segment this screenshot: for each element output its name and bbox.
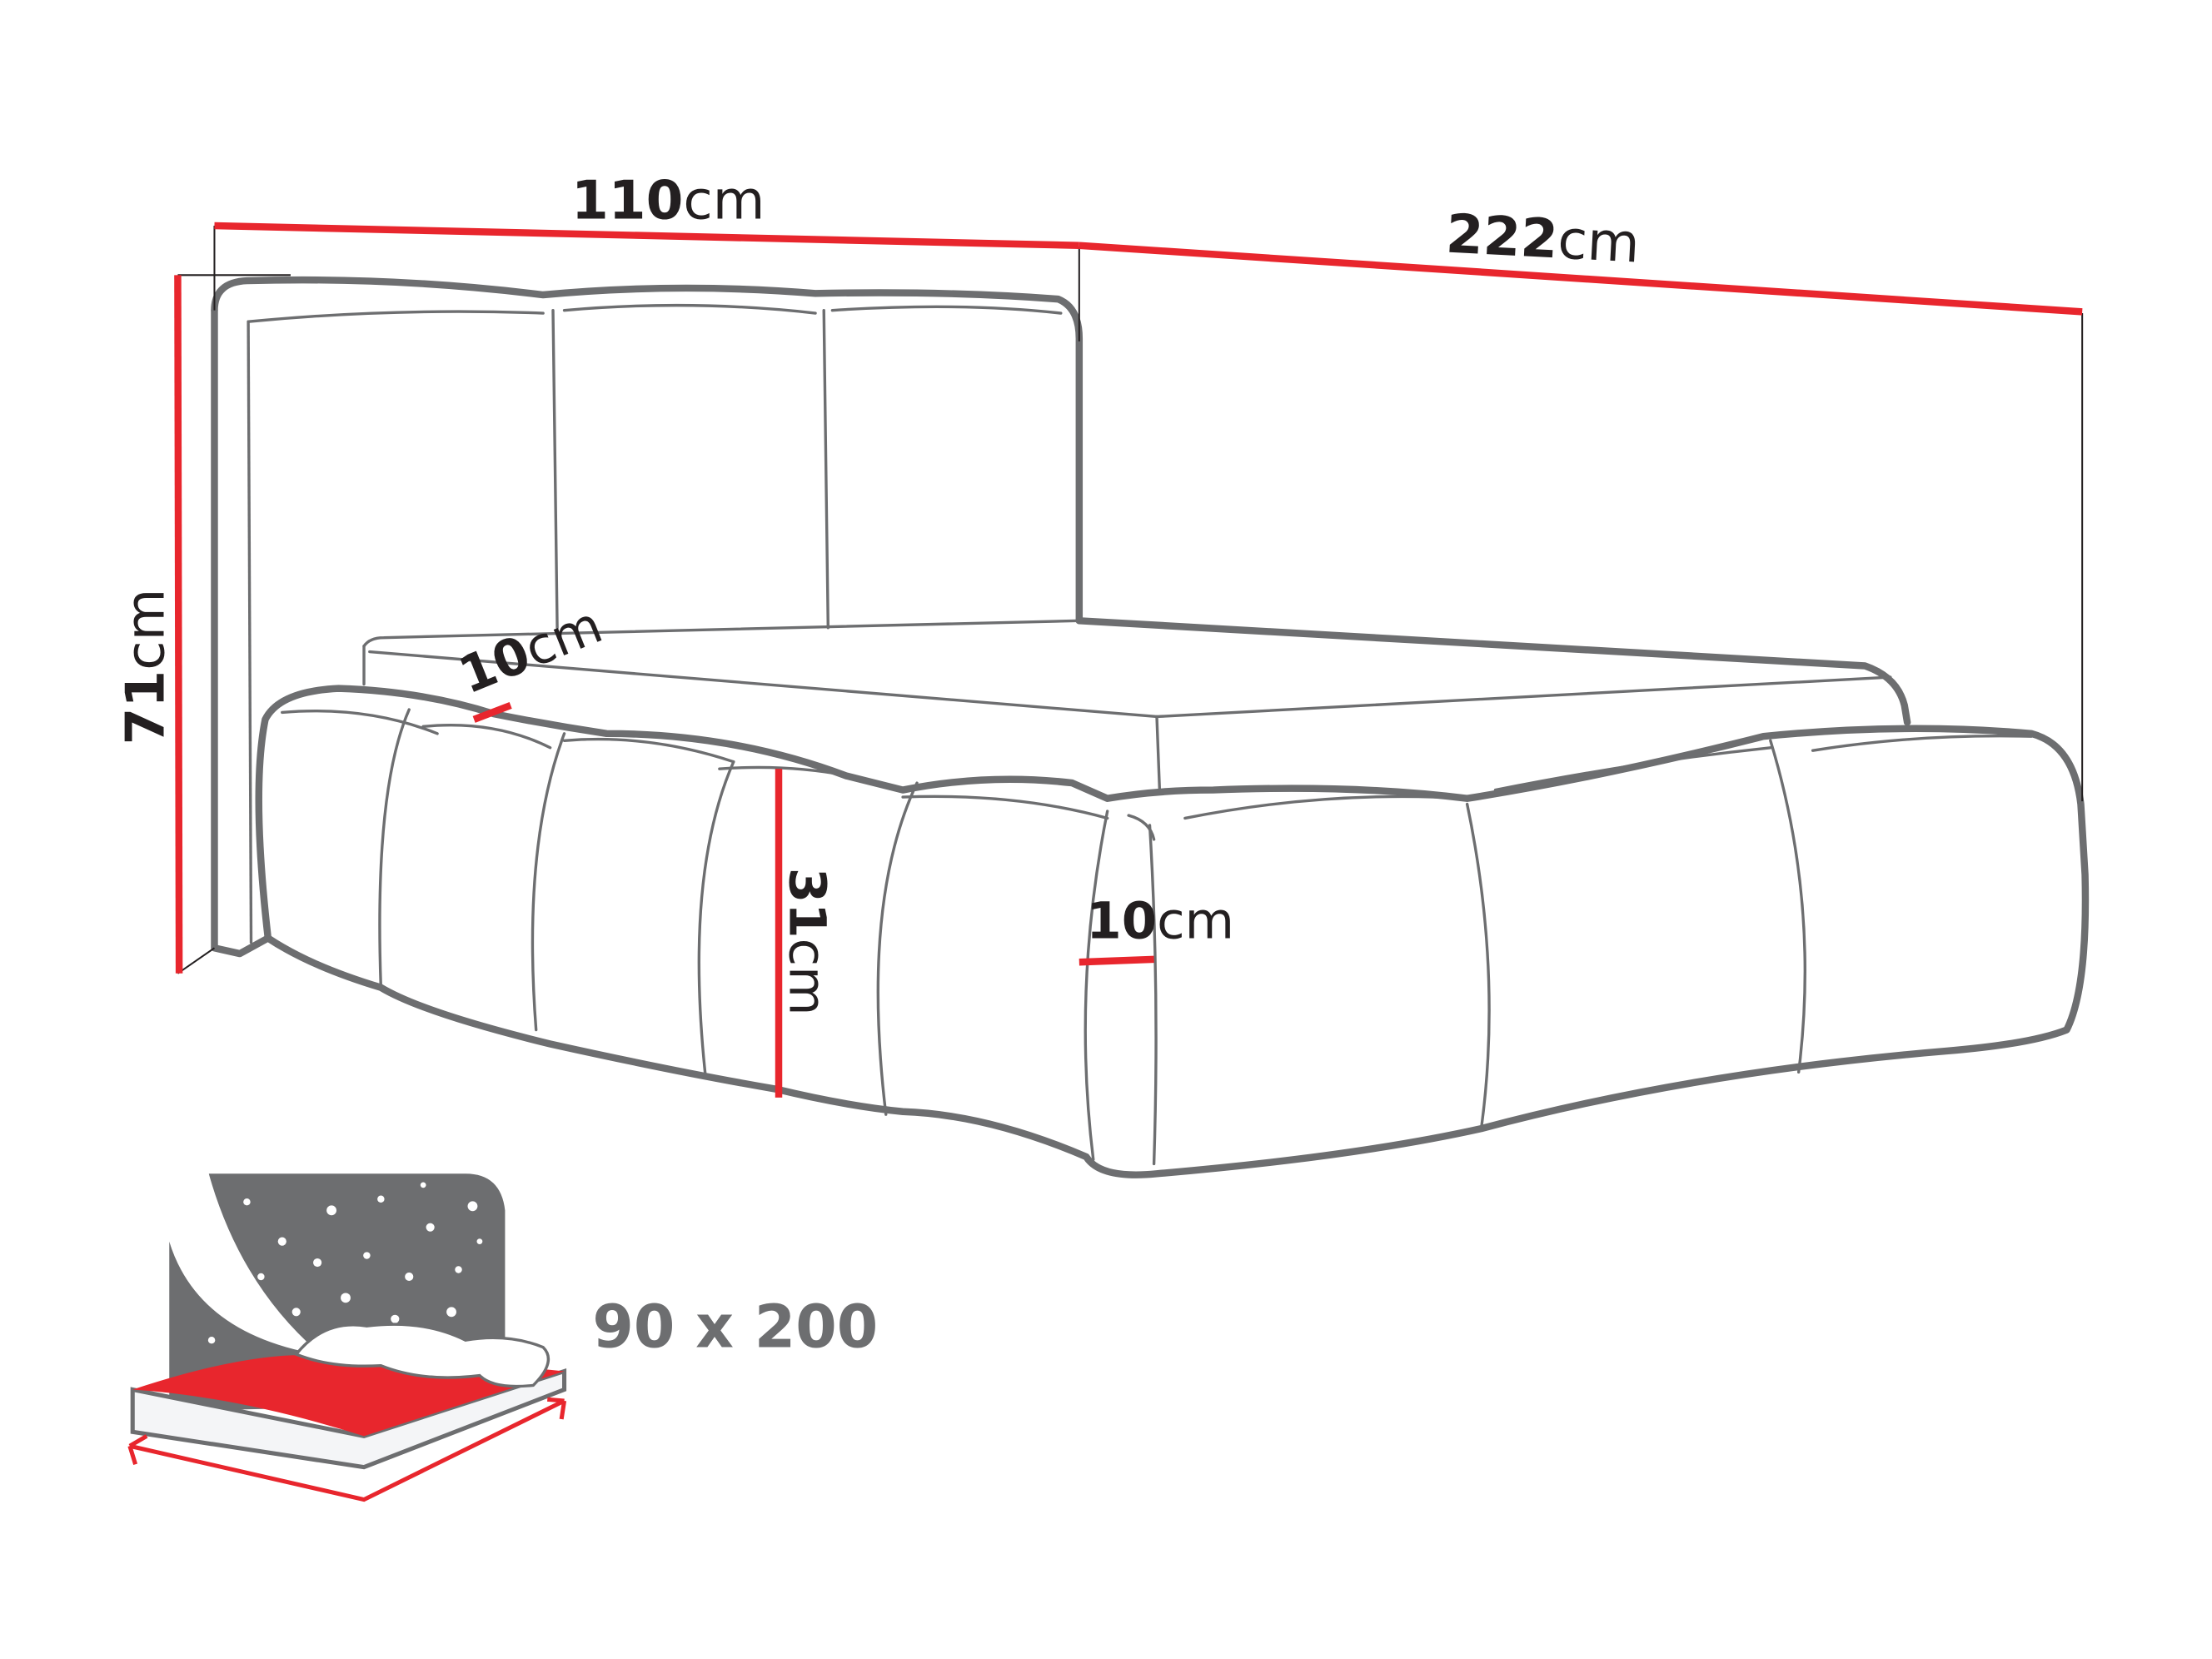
length-unit: cm <box>1557 209 1642 276</box>
base-height-unit: cm <box>778 939 837 1016</box>
base-height-value: 31 <box>778 868 837 939</box>
base-height-label: 31cm <box>778 868 837 1016</box>
cushion-thickness-value: 10 <box>1086 891 1157 950</box>
cushion-thickness-line <box>1079 955 1154 966</box>
length-dimension-line <box>1079 242 2083 316</box>
mattress-with-pillows-night-sky-icon <box>127 1173 567 1502</box>
length-value: 222 <box>1444 203 1559 272</box>
headboard-thickness-line <box>472 701 512 723</box>
width-dimension-line <box>214 222 1079 249</box>
height-label: 71cm <box>114 589 177 745</box>
width-unit: cm <box>683 170 765 232</box>
width-label: 110cm <box>571 170 765 232</box>
cushion-thickness-label: 10cm <box>1086 891 1234 950</box>
width-value: 110 <box>571 170 683 232</box>
dimension-lines <box>174 222 2083 1098</box>
headboard <box>211 276 1084 958</box>
extension-lines <box>177 226 2084 974</box>
height-value: 71 <box>114 670 177 745</box>
bed-base <box>255 685 2090 1178</box>
length-label: 222cm <box>1444 203 1641 276</box>
height-unit: cm <box>114 589 177 670</box>
cushion-thickness-unit: cm <box>1157 891 1234 950</box>
height-dimension-line <box>174 275 183 974</box>
mattress-area <box>362 617 1911 792</box>
mattress-size-label: 90 x 200 <box>592 1293 878 1362</box>
headboard-thickness-label: 10cm <box>451 595 610 705</box>
